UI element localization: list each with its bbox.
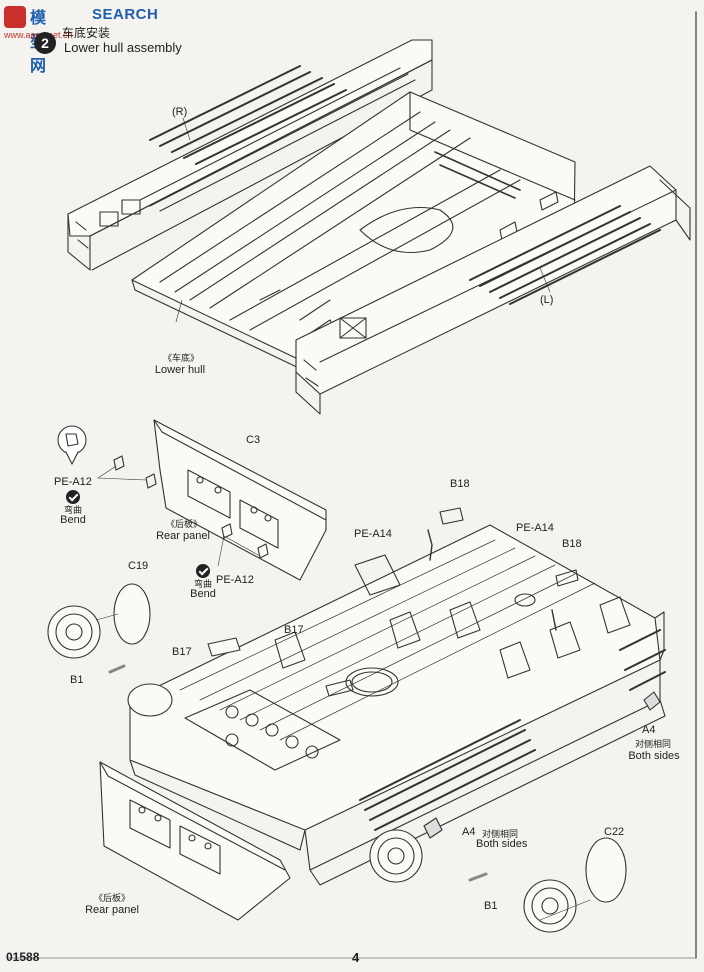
part-pe-a14-left: PE-A14 — [354, 528, 392, 540]
kit-code: 01588 — [6, 950, 40, 964]
part-c19: C19 — [128, 560, 149, 572]
lower-hull-label-zh: 《车底》 — [162, 353, 199, 363]
part-a4-bottom: A4 — [462, 826, 476, 838]
rear-panel-c3 — [98, 420, 326, 580]
page-number: 4 — [352, 950, 360, 965]
both-sides-label-zh-2: 对侧相同 — [482, 829, 519, 839]
both-sides-label-en-1: Both sides — [628, 750, 680, 762]
part-b1-left: B1 — [70, 674, 84, 686]
bend-icon — [196, 564, 210, 578]
top-hull-assembly — [68, 40, 690, 414]
part-a4-right: A4 — [642, 724, 656, 736]
part-b1-bottom: B1 — [484, 900, 498, 912]
step-number-badge: 2 — [34, 32, 56, 54]
rear-panel-label-zh-2: 《后板》 — [93, 893, 130, 903]
part-b18-right: B18 — [562, 538, 582, 550]
watermark-site-en: SEARCH — [92, 6, 159, 23]
rear-panel-label-en-2: Rear panel — [85, 904, 139, 916]
part-b17-mid: B17 — [284, 624, 304, 636]
site-logo-icon — [4, 6, 26, 28]
bend-icon — [66, 490, 80, 504]
bend-label-en-1: Bend — [60, 514, 86, 526]
bend-label-zh-2: 弯曲 — [193, 579, 212, 589]
lower-hull-label-en: Lower hull — [154, 364, 206, 376]
hull-rear-assembly — [130, 508, 665, 885]
label-left-side: (L) — [540, 294, 554, 306]
left-side-panel — [296, 166, 690, 414]
right-sprocket-b1-c22 — [470, 838, 626, 932]
label-right-side: (R) — [172, 106, 188, 118]
bend-label-zh-1: 弯曲 — [63, 505, 82, 515]
part-c22: C22 — [604, 826, 625, 838]
part-b18-top: B18 — [450, 478, 470, 490]
right-side-panel — [68, 40, 432, 270]
both-sides-label-zh-1: 对侧相同 — [634, 739, 671, 749]
left-sprocket-b1-c19 — [48, 584, 172, 716]
step-title-zh: 车底安装 — [62, 26, 111, 40]
rear-panel-bottom — [100, 762, 290, 920]
part-pe-a12-mid: PE-A12 — [216, 574, 254, 586]
rear-panel-label-en-1: Rear panel — [156, 530, 210, 542]
rear-panel-label-zh-1: 《后板》 — [165, 519, 202, 529]
part-pe-a14-right: PE-A14 — [516, 522, 554, 534]
part-c3: C3 — [246, 434, 261, 446]
pe-a12-callout-bubble — [58, 426, 86, 464]
step-title-en: Lower hull assembly — [64, 40, 182, 55]
part-pe-a12-top: PE-A12 — [54, 476, 92, 488]
both-sides-label-en-2: Both sides — [476, 838, 528, 850]
part-b17-left: B17 — [172, 646, 192, 658]
bend-label-en-2: Bend — [190, 588, 216, 600]
